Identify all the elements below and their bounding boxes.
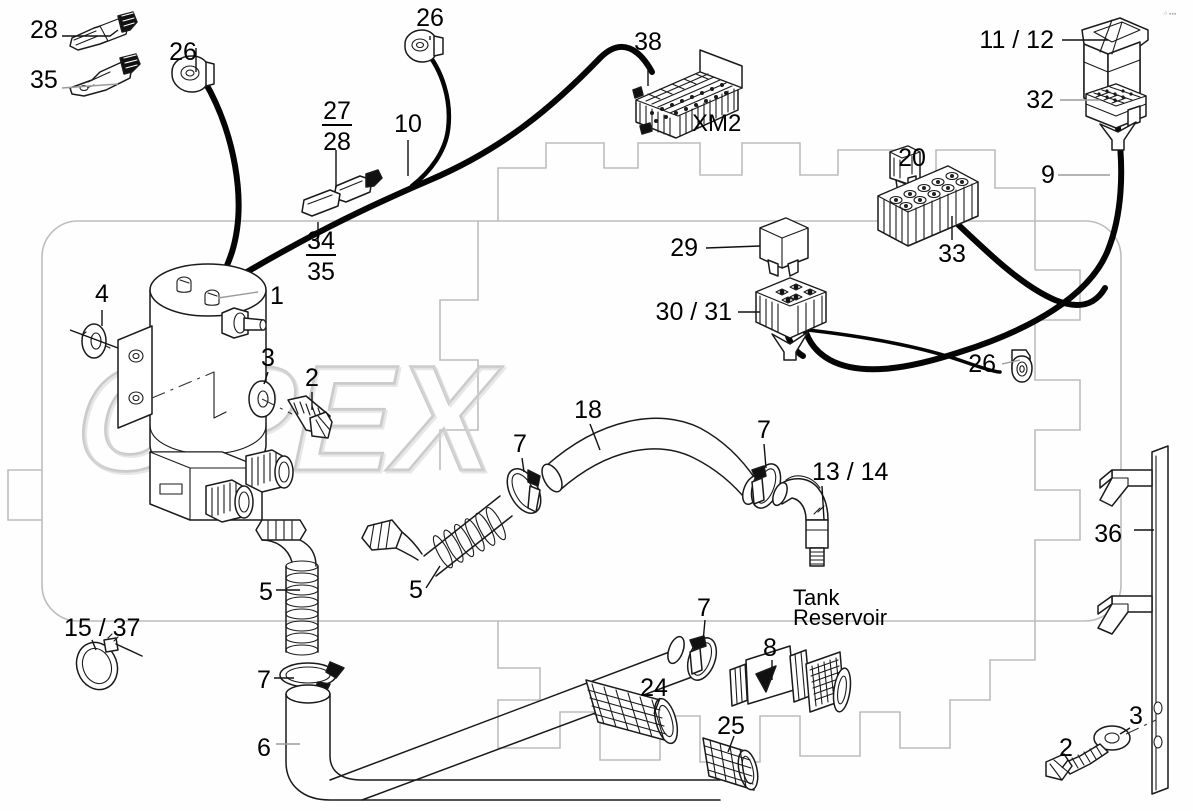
cable-26c	[806, 328, 1002, 374]
callout-18: 18	[574, 396, 602, 424]
callout-5b: 5	[409, 576, 423, 604]
callout-33: 33	[938, 240, 966, 268]
part-32-connector	[1085, 83, 1147, 151]
callout-7b: 7	[757, 416, 771, 444]
callout-3b: 3	[1129, 702, 1143, 730]
part-3b-washer	[1093, 725, 1131, 751]
callout-34: 34	[307, 227, 335, 255]
callout-labels: 28 35 26 26 38 10 27 28 34 35 11 / 12 32…	[30, 4, 1143, 762]
callout-20: 20	[898, 144, 926, 172]
callout-3a: 3	[261, 344, 275, 372]
callout-24: 24	[640, 674, 668, 702]
part-13-14-elbow-fitting	[772, 475, 829, 567]
callout-11-12: 11 / 12	[979, 26, 1054, 54]
part-2a-hex-bolt	[287, 395, 333, 439]
part-36-mounting-bracket	[1097, 445, 1169, 795]
part-2b-hex-bolt	[1045, 743, 1109, 781]
wiring-harness-group	[202, 43, 1125, 374]
callout-26b: 26	[416, 4, 444, 32]
cable-10	[227, 43, 655, 285]
callout-10: 10	[394, 110, 422, 138]
callout-26c: 26	[968, 350, 996, 378]
callout-35: 35	[30, 66, 58, 94]
part-26c-ring-terminal	[1011, 349, 1033, 383]
callout-27: 27	[323, 97, 351, 125]
callout-29: 29	[670, 234, 698, 262]
callout-1: 1	[270, 282, 284, 310]
part-38-xm2-connector	[632, 49, 743, 139]
axis-2-3	[261, 398, 293, 415]
callout-28b: 28	[323, 128, 351, 156]
part-7a-hose-clamp	[506, 468, 542, 514]
part-4-washer	[81, 323, 111, 359]
callout-6: 6	[257, 734, 271, 762]
callout-15-37: 15 / 37	[64, 614, 140, 642]
leader-4-to-bracket	[69, 329, 119, 349]
part-33-fuse-block	[877, 165, 979, 247]
callout-9: 9	[1041, 161, 1055, 189]
part-5b-bellows-hose	[361, 495, 513, 577]
callout-28: 28	[30, 16, 58, 44]
part-30-31-relay-socket	[755, 277, 827, 361]
callout-8: 8	[763, 634, 777, 662]
callout-36: 36	[1094, 520, 1122, 548]
callout-30-31: 30 / 31	[656, 298, 732, 326]
axis-3b	[1125, 719, 1157, 735]
part-27-28-inline-terminal	[301, 169, 383, 217]
part-25-filter-element	[702, 737, 759, 791]
part-1-pump-motor-assembly	[117, 263, 294, 523]
xm2-connector-label: XM2	[692, 110, 741, 137]
part-24-filter-element	[585, 679, 679, 745]
corner-mark: ·ᵒ ▪▪▪	[1162, 11, 1177, 18]
part-29-relay	[759, 217, 809, 277]
callout-5a: 5	[259, 578, 273, 606]
callout-7c: 7	[257, 666, 271, 694]
part-8-filter-housing	[729, 645, 852, 713]
tank-reservoir-label-line1: Tank	[793, 585, 840, 610]
cable-26b	[409, 47, 452, 189]
callout-4: 4	[95, 280, 109, 308]
part-28-terminal	[69, 11, 138, 51]
callout-25: 25	[717, 712, 745, 740]
cable-9	[800, 125, 1125, 373]
part-26a-ring-terminal	[171, 55, 215, 93]
callout-7d: 7	[697, 594, 711, 622]
hose-end-to-filter	[667, 635, 685, 665]
callout-7a: 7	[513, 430, 527, 458]
fraction-bars	[306, 124, 352, 256]
callout-13-14: 13 / 14	[812, 458, 889, 486]
tank-reservoir-label-line2: Reservoir	[793, 605, 887, 630]
callout-32: 32	[1026, 86, 1054, 114]
leader-lines	[61, 29, 1154, 769]
callout-2b: 2	[1059, 734, 1073, 762]
callout-26a: 26	[169, 38, 197, 66]
part-26b-ring-terminal	[404, 29, 444, 63]
part-7d-hose-clamp	[686, 635, 718, 681]
part-7c-hose-clamp	[279, 661, 345, 693]
callout-2a: 2	[305, 364, 319, 392]
part-15-37-cable-tie	[75, 633, 143, 691]
callout-38: 38	[634, 28, 662, 56]
cable-33	[945, 212, 1108, 308]
part-5a-bellows-hose	[255, 519, 319, 656]
callout-35b: 35	[307, 258, 335, 286]
